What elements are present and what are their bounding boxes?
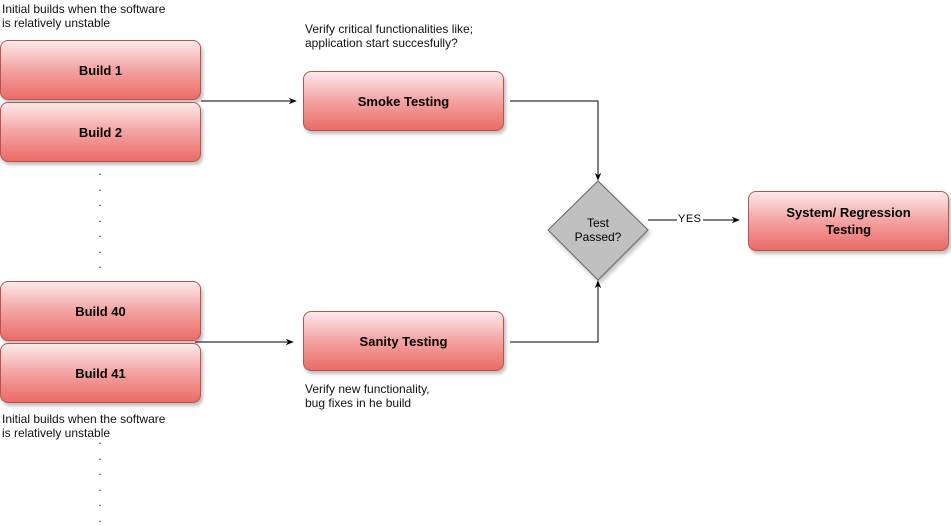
bottom-builds-note: Initial builds when the software is rela… (2, 412, 166, 440)
build-41-box[interactable]: Build 41 (0, 343, 201, 403)
top-builds-note: Initial builds when the software is rela… (2, 2, 166, 30)
sanity-testing-note: Verify new functionality, bug fixes in h… (305, 382, 430, 410)
build-2-box[interactable]: Build 2 (0, 102, 201, 162)
build-40-label: Build 40 (75, 303, 126, 319)
smoke-to-decision-arrow (510, 100, 602, 181)
smoke-testing-label: Smoke Testing (357, 93, 450, 109)
test-passed-label: Test Passed? (574, 216, 622, 244)
build-41-label: Build 41 (75, 365, 126, 381)
smoke-testing-note: Verify critical functionalities like; ap… (305, 22, 474, 50)
smoke-testing-box[interactable]: Smoke Testing (303, 71, 504, 131)
sanity-to-decision-arrow (510, 280, 602, 343)
build-2-label: Build 2 (78, 124, 123, 140)
system-regression-testing-box[interactable]: System/ Regression Testing (748, 191, 949, 251)
test-passed-diamond (547, 180, 649, 281)
sanity-testing-label: Sanity Testing (359, 333, 448, 349)
yes-label: YES (677, 213, 703, 225)
build-40-box[interactable]: Build 40 (0, 281, 201, 341)
build-1-label: Build 1 (78, 62, 123, 78)
sanity-testing-box[interactable]: Sanity Testing (303, 311, 504, 371)
system-regression-testing-label: System/ Regression Testing (786, 205, 911, 237)
build-1-box[interactable]: Build 1 (0, 40, 201, 100)
middle-ellipsis: . . . . . . . (98, 164, 102, 271)
